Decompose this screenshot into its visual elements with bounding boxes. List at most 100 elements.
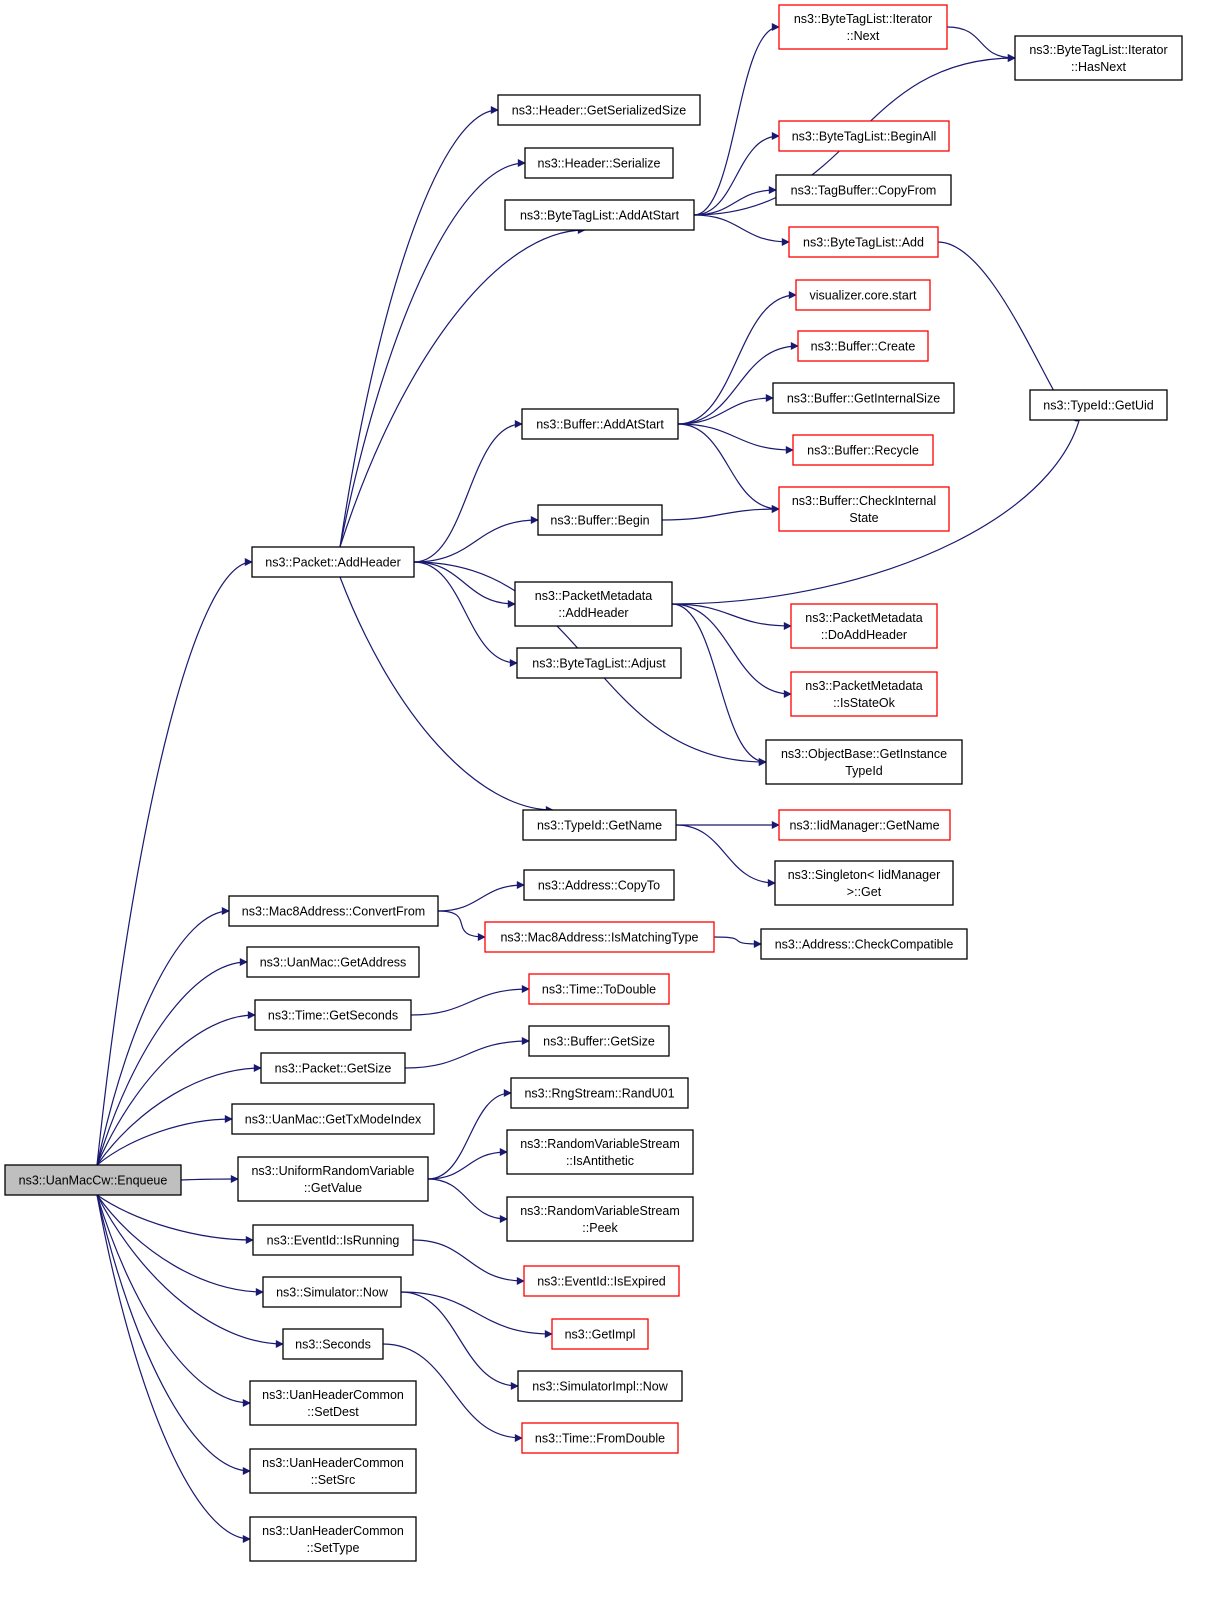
node-typeIdGetName[interactable]: ns3::TypeId::GetName — [522, 809, 677, 841]
node-btlIterHasNext[interactable]: ns3::ByteTagList::Iterator::HasNext — [1014, 35, 1183, 81]
node-box — [254, 999, 412, 1031]
node-uhcSetDest[interactable]: ns3::UanHeaderCommon::SetDest — [249, 1380, 417, 1426]
node-iidMgrGetName[interactable]: ns3::IidManager::GetName — [778, 809, 951, 841]
node-box — [237, 1156, 429, 1202]
edge-path — [413, 420, 523, 563]
edge-seconds-to-timeFromDouble — [382, 1343, 523, 1442]
node-box — [537, 504, 663, 536]
node-label: ns3::RandomVariableStream — [520, 1204, 680, 1218]
node-uanGetAddress[interactable]: ns3::UanMac::GetAddress — [246, 946, 420, 978]
node-tagBufCopyFrom[interactable]: ns3::TagBuffer::CopyFrom — [775, 174, 952, 206]
edge-addHeader-to-hdrSerialize — [339, 159, 526, 548]
node-label: ns3::UanMac::GetTxModeIndex — [245, 1113, 422, 1127]
node-btlAdd[interactable]: ns3::ByteTagList::Add — [788, 226, 939, 258]
edge-path — [96, 1194, 251, 1475]
node-uhcSetSrc[interactable]: ns3::UanHeaderCommon::SetSrc — [249, 1448, 417, 1494]
node-pmIsStateOk[interactable]: ns3::PacketMetadata::IsStateOk — [790, 671, 938, 717]
node-addHeader[interactable]: ns3::Packet::AddHeader — [251, 546, 415, 578]
node-seconds[interactable]: ns3::Seconds — [282, 1328, 384, 1360]
node-box — [775, 174, 952, 206]
node-rvsPeek[interactable]: ns3::RandomVariableStream::Peek — [506, 1196, 694, 1242]
node-label: ns3::TypeId::GetName — [537, 819, 662, 833]
edge-root-to-uanGetAddress — [96, 958, 248, 1166]
node-label: ns3::Time::GetSeconds — [268, 1009, 398, 1023]
node-urvGetValue[interactable]: ns3::UniformRandomVariable::GetValue — [237, 1156, 429, 1202]
edge-path — [677, 291, 797, 425]
edge-root-to-uhcSetDest — [96, 1194, 251, 1407]
edge-path — [96, 1194, 251, 1543]
node-addrCopyTo[interactable]: ns3::Address::CopyTo — [523, 869, 675, 901]
node-rvsIsAntithetic[interactable]: ns3::RandomVariableStream::IsAntithetic — [506, 1129, 694, 1175]
node-bufCreate[interactable]: ns3::Buffer::Create — [797, 330, 929, 362]
edge-path — [404, 1037, 530, 1069]
node-mac8ConvertFrom[interactable]: ns3::Mac8Address::ConvertFrom — [228, 895, 439, 927]
node-label: ns3::PacketMetadata — [805, 679, 922, 693]
edge-addHeader-to-pmAddHeader — [413, 561, 516, 608]
node-bufRecycle[interactable]: ns3::Buffer::Recycle — [792, 434, 934, 466]
node-vizStart[interactable]: visualizer.core.start — [795, 279, 931, 311]
node-hdrSerSize[interactable]: ns3::Header::GetSerializedSize — [497, 94, 701, 126]
node-timeFromDouble[interactable]: ns3::Time::FromDouble — [521, 1422, 679, 1454]
node-uhcSetType[interactable]: ns3::UanHeaderCommon::SetType — [249, 1516, 417, 1562]
node-box — [778, 120, 950, 152]
node-label: ::Next — [847, 29, 880, 43]
edge-path — [96, 958, 248, 1166]
node-pktGetSize[interactable]: ns3::Packet::GetSize — [260, 1052, 406, 1084]
edge-root-to-mac8ConvertFrom — [96, 907, 230, 1166]
node-btlBeginAll[interactable]: ns3::ByteTagList::BeginAll — [778, 120, 950, 152]
node-box — [506, 1129, 694, 1175]
node-simImplNow[interactable]: ns3::SimulatorImpl::Now — [517, 1370, 683, 1402]
node-box — [484, 921, 715, 953]
edge-evIsRunning-to-evIsExpired — [412, 1239, 525, 1285]
node-box — [249, 1380, 417, 1426]
node-root[interactable]: ns3::UanMacCw::Enqueue — [4, 1164, 182, 1196]
node-evIsRunning[interactable]: ns3::EventId::IsRunning — [252, 1224, 414, 1256]
node-btlIterNext[interactable]: ns3::ByteTagList::Iterator::Next — [778, 4, 948, 50]
edge-urvGetValue-to-rvsIsAntithetic — [427, 1148, 508, 1180]
node-timeToDouble[interactable]: ns3::Time::ToDouble — [528, 973, 670, 1005]
node-addrCheckCompat[interactable]: ns3::Address::CheckCompatible — [760, 928, 968, 960]
node-bufAddAtStart[interactable]: ns3::Buffer::AddAtStart — [521, 408, 679, 440]
node-evIsExpired[interactable]: ns3::EventId::IsExpired — [523, 1265, 680, 1297]
node-label: ns3::PacketMetadata — [805, 611, 922, 625]
edge-path — [437, 910, 486, 941]
node-bufGetInternalSize[interactable]: ns3::Buffer::GetInternalSize — [772, 382, 955, 414]
node-box — [260, 1052, 406, 1084]
node-uanGetTxMode[interactable]: ns3::UanMac::GetTxModeIndex — [231, 1103, 435, 1135]
edge-bufAddAtStart-to-bufRecycle — [677, 423, 794, 454]
node-mac8IsMatching[interactable]: ns3::Mac8Address::IsMatchingType — [484, 921, 715, 953]
node-btlAddAtStart[interactable]: ns3::ByteTagList::AddAtStart — [504, 199, 695, 231]
node-simNow[interactable]: ns3::Simulator::Now — [262, 1276, 402, 1308]
node-label: ns3::Packet::AddHeader — [265, 556, 401, 570]
node-timeGetSeconds[interactable]: ns3::Time::GetSeconds — [254, 999, 412, 1031]
node-pmAddHeader[interactable]: ns3::PacketMetadata::AddHeader — [514, 581, 673, 627]
node-bufGetSize[interactable]: ns3::Buffer::GetSize — [528, 1025, 670, 1057]
edge-path — [412, 1239, 525, 1285]
edge-bufAddAtStart-to-bufCheckInternal — [677, 423, 780, 513]
edge-path — [677, 394, 774, 425]
node-rngRandU01[interactable]: ns3::RngStream::RandU01 — [510, 1077, 689, 1109]
node-pmDoAddHeader[interactable]: ns3::PacketMetadata::DoAddHeader — [790, 603, 938, 649]
edge-root-to-urvGetValue — [180, 1175, 239, 1184]
node-box — [4, 1164, 182, 1196]
node-label: ::SetType — [307, 1541, 360, 1555]
node-btlAdjust[interactable]: ns3::ByteTagList::Adjust — [516, 647, 682, 679]
node-label: ns3::ByteTagList::AddAtStart — [520, 209, 680, 223]
node-box — [774, 860, 954, 906]
edge-mac8ConvertFrom-to-mac8IsMatching — [437, 910, 486, 941]
node-label: ns3::RngStream::RandU01 — [524, 1087, 674, 1101]
node-box — [551, 1318, 649, 1350]
edge-addHeader-to-bufAddAtStart — [413, 420, 523, 563]
node-label: >::Get — [847, 885, 882, 899]
node-hdrSerialize[interactable]: ns3::Header::Serialize — [524, 147, 674, 179]
node-getImpl[interactable]: ns3::GetImpl — [551, 1318, 649, 1350]
node-typeIdGetUid[interactable]: ns3::TypeId::GetUid — [1029, 389, 1168, 421]
node-bufBegin[interactable]: ns3::Buffer::Begin — [537, 504, 663, 536]
node-label: ns3::Buffer::GetInternalSize — [787, 392, 940, 406]
node-singletonGet[interactable]: ns3::Singleton< IidManager>::Get — [774, 860, 954, 906]
node-label: ::AddHeader — [558, 606, 628, 620]
edge-path — [671, 389, 1088, 605]
node-label: ns3::ByteTagList::Iterator — [1029, 43, 1167, 57]
